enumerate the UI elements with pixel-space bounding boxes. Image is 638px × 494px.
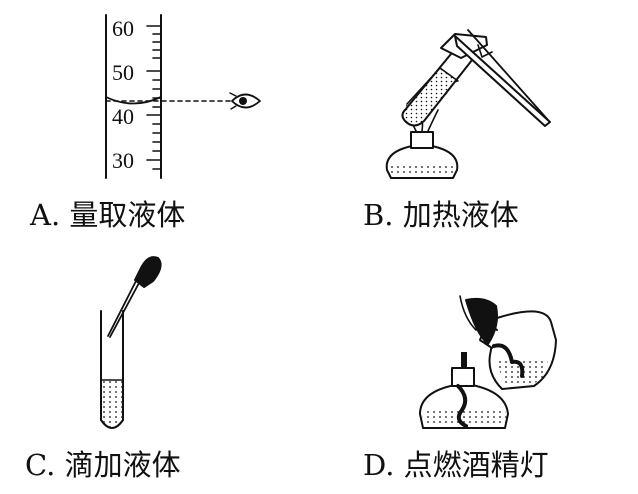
alcohol-lamp-lower [419, 352, 509, 429]
eye-icon [229, 92, 261, 110]
caption-c: C. 滴加液体 [25, 448, 181, 482]
panel-a-measuring-cylinder: 60 50 40 30 [105, 14, 261, 179]
scale-label-50: 50 [112, 60, 134, 85]
dropper [107, 256, 162, 338]
flame-d [465, 297, 498, 345]
panel-b-heating-liquid [385, 29, 551, 179]
alcohol-lamp-b [385, 104, 459, 179]
cylinder-ticks [146, 25, 162, 170]
scale-label-60: 60 [112, 16, 134, 41]
caption-b: B. 加热液体 [363, 198, 519, 232]
test-tube-b [401, 42, 477, 127]
panel-d-lighting-lamp [419, 295, 557, 429]
panel-c-adding-drops [100, 256, 162, 429]
wick-cap [461, 352, 467, 368]
caption-d: D. 点燃酒精灯 [363, 448, 549, 482]
test-tube-holder [440, 29, 551, 127]
liquid-meniscus [105, 96, 162, 105]
scale-label-40: 40 [112, 104, 134, 129]
test-tube-c [100, 310, 124, 429]
caption-a: A. 量取液体 [29, 198, 185, 232]
alcohol-lamp-tilted [459, 295, 557, 390]
scale-label-30: 30 [112, 148, 134, 173]
